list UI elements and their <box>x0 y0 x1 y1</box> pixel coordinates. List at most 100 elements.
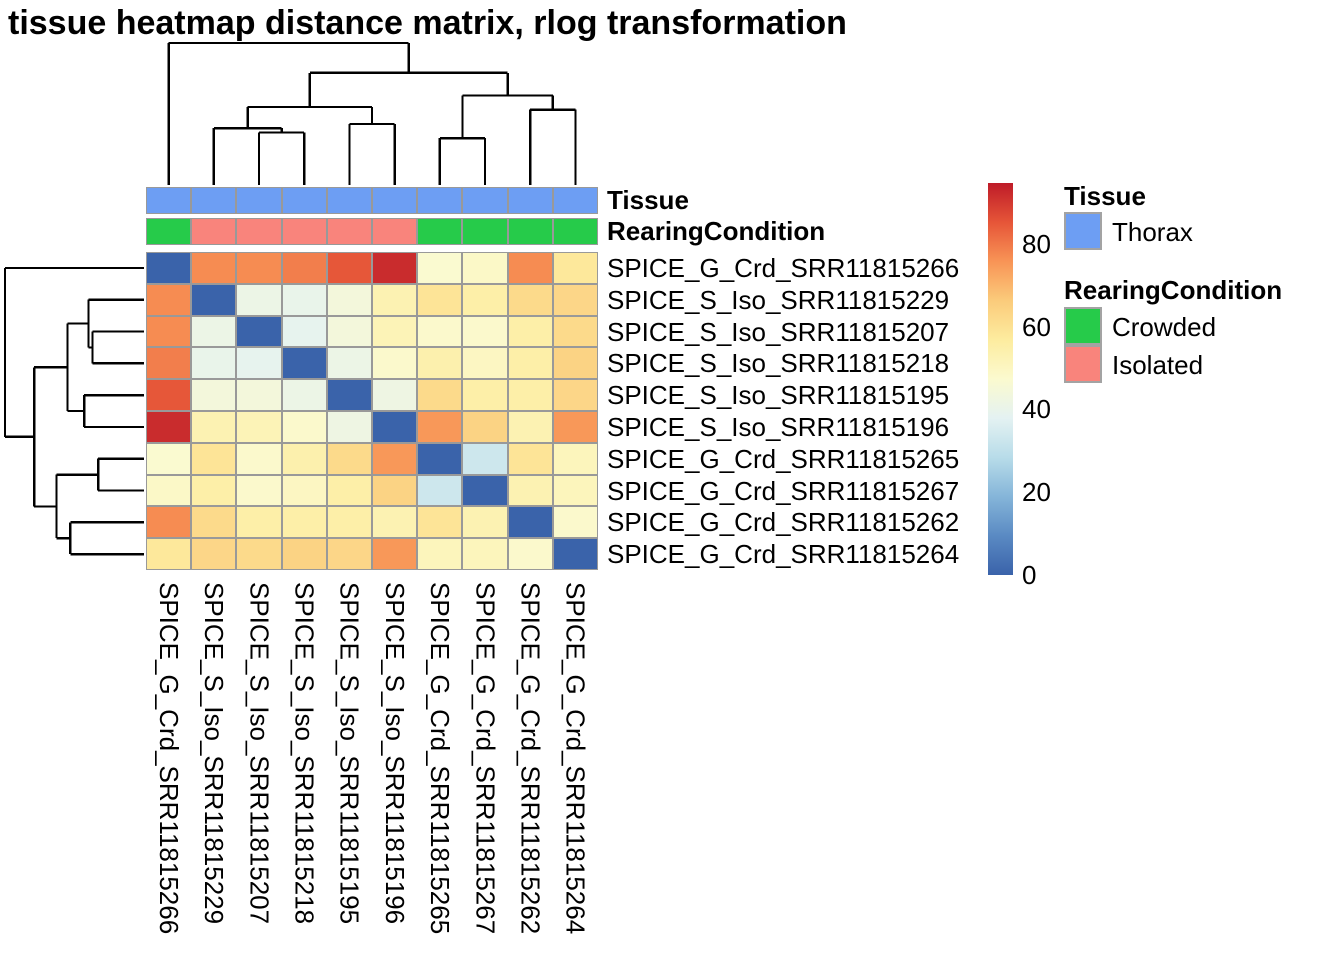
heatmap-cell <box>552 315 598 348</box>
heatmap-cell <box>372 315 418 348</box>
colorbar-tick: 0 <box>1022 560 1037 590</box>
heatmap-cell <box>146 506 192 539</box>
heatmap-cell <box>417 538 463 570</box>
heatmap-cell <box>326 442 372 475</box>
colorbar-tick: 20 <box>1022 477 1051 508</box>
column-label: SPICE_S_Iso_SRR11815196 <box>379 582 410 925</box>
heatmap-cell <box>326 315 372 348</box>
row-label: SPICE_G_Crd_SRR11815266 <box>607 252 960 283</box>
rearing-annotation-cell <box>507 218 553 245</box>
heatmap-cell <box>236 379 282 411</box>
heatmap-cell <box>146 538 192 570</box>
heatmap-cell <box>326 538 372 570</box>
heatmap-cell <box>507 442 553 475</box>
heatmap-cell <box>326 411 372 443</box>
column-label: SPICE_G_Crd_SRR11815266 <box>153 582 184 935</box>
heatmap-cell <box>462 379 508 411</box>
tissue-annotation-cell <box>236 187 282 214</box>
legend-label-crowded: Crowded <box>1112 312 1217 342</box>
heatmap-cell <box>417 442 463 475</box>
tissue-annotation-cell <box>552 187 598 214</box>
heatmap-cell <box>507 379 553 411</box>
heatmap-cell <box>372 506 418 539</box>
heatmap-cell <box>191 283 237 316</box>
heatmap-cell <box>191 538 237 570</box>
heatmap-cell <box>281 315 327 348</box>
column-label: SPICE_S_Iso_SRR11815207 <box>244 582 275 925</box>
heatmap-cell <box>191 379 237 411</box>
legend-title-rearing-condition: RearingCondition <box>1064 275 1283 305</box>
heatmap-cell <box>552 442 598 475</box>
heatmap-cell <box>191 347 237 380</box>
chart-title: tissue heatmap distance matrix, rlog tra… <box>8 4 847 42</box>
heatmap-cell <box>191 474 237 507</box>
heatmap-cell <box>417 474 463 507</box>
heatmap-cell <box>372 347 418 380</box>
heatmap-cell <box>236 252 282 284</box>
heatmap-cell <box>552 538 598 570</box>
heatmap-cell <box>191 506 237 539</box>
heatmap-cell <box>191 411 237 443</box>
tissue-annotation-cell <box>146 187 192 214</box>
heatmap-cell <box>236 315 282 348</box>
column-label: SPICE_G_Crd_SRR11815267 <box>470 582 501 935</box>
row-label: SPICE_S_Iso_SRR11815229 <box>607 284 950 315</box>
heatmap-cell <box>236 283 282 316</box>
heatmap-cell <box>462 252 508 284</box>
heatmap-cell <box>507 411 553 443</box>
heatmap-cell <box>552 474 598 507</box>
column-label: SPICE_G_Crd_SRR11815264 <box>560 582 591 935</box>
legend-label-thorax: Thorax <box>1112 217 1193 247</box>
legend-swatch-thorax <box>1064 212 1102 250</box>
heatmap-cell <box>417 315 463 348</box>
heatmap-cell <box>281 283 327 316</box>
heatmap-cell <box>462 347 508 380</box>
heatmap-cell <box>236 347 282 380</box>
column-label: SPICE_S_Iso_SRR11815229 <box>199 582 230 925</box>
heatmap-cell <box>552 379 598 411</box>
heatmap-cell <box>236 538 282 570</box>
heatmap-cell <box>326 474 372 507</box>
heatmap-cell <box>236 506 282 539</box>
heatmap-cell <box>417 252 463 284</box>
heatmap-cell <box>146 379 192 411</box>
heatmap-cell <box>146 315 192 348</box>
heatmap-cell <box>281 347 327 380</box>
heatmap-cell <box>462 442 508 475</box>
heatmap-cell <box>372 379 418 411</box>
heatmap-cell <box>326 506 372 539</box>
tissue-annotation-cell <box>507 187 553 214</box>
legend-swatch-crowded <box>1064 307 1102 345</box>
heatmap-cell <box>417 347 463 380</box>
row-label: SPICE_G_Crd_SRR11815262 <box>607 507 960 538</box>
heatmap-cell <box>146 442 192 475</box>
heatmap-cell <box>417 411 463 443</box>
heatmap-cell <box>236 474 282 507</box>
rearing-annotation-cell <box>417 218 463 245</box>
heatmap-cell <box>372 283 418 316</box>
row-label: SPICE_G_Crd_SRR11815265 <box>607 443 960 474</box>
column-label: SPICE_S_Iso_SRR11815218 <box>289 582 320 925</box>
heatmap-cell <box>417 283 463 316</box>
rearing-annotation-cell <box>236 218 282 245</box>
heatmap-cell <box>507 506 553 539</box>
heatmap-cell <box>507 347 553 380</box>
heatmap-cell <box>191 315 237 348</box>
row-label: SPICE_S_Iso_SRR11815195 <box>607 380 950 411</box>
heatmap-cell <box>236 442 282 475</box>
heatmap-cell <box>281 252 327 284</box>
heatmap-cell <box>552 252 598 284</box>
tissue-annotation-cell <box>281 187 327 214</box>
heatmap-cell <box>191 252 237 284</box>
heatmap-cell <box>462 538 508 570</box>
heatmap-cell <box>146 283 192 316</box>
heatmap-cell <box>372 474 418 507</box>
row-label: SPICE_S_Iso_SRR11815207 <box>607 316 950 347</box>
heatmap-cell <box>326 379 372 411</box>
row-label: SPICE_G_Crd_SRR11815267 <box>607 475 960 506</box>
rearing-annotation-cell <box>281 218 327 245</box>
rearing-annotation-cell <box>552 218 598 245</box>
column-label: SPICE_G_Crd_SRR11815265 <box>425 582 456 935</box>
heatmap-cell <box>191 442 237 475</box>
